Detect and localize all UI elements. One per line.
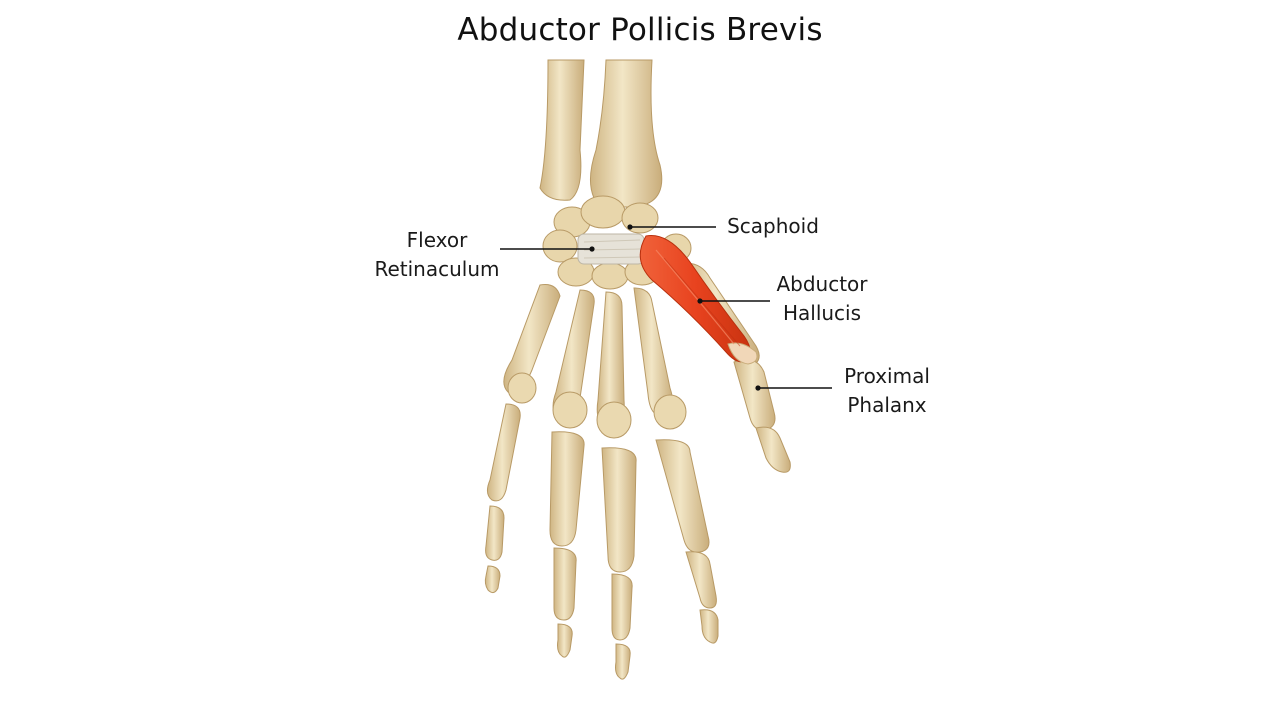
label-abductor-line2: Hallucis: [782, 301, 862, 325]
label-proximal-line2: Phalanx: [847, 393, 927, 417]
label-flexor-retinaculum: Flexor Retinaculum: [370, 226, 504, 284]
leader-lines: [500, 226, 832, 389]
label-scaphoid-line1: Scaphoid: [727, 214, 819, 238]
flexor-retinaculum: [577, 233, 645, 265]
little-finger-phalanges: [484, 403, 521, 594]
metacarpal-bones: [503, 284, 674, 427]
label-proximal-line1: Proximal: [844, 364, 930, 388]
label-flexor-line1: Flexor: [406, 228, 468, 252]
label-proximal-phalanx: Proximal Phalanx: [832, 362, 942, 420]
diagram-title: Abductor Pollicis Brevis: [457, 12, 823, 48]
ring-finger-phalanges: [549, 431, 585, 658]
label-scaphoid: Scaphoid: [718, 212, 828, 241]
label-abductor-hallucis: Abductor Hallucis: [762, 270, 882, 328]
leader-dots: [589, 224, 761, 391]
label-abductor-line1: Abductor: [776, 272, 868, 296]
index-finger-phalanges: [655, 439, 719, 644]
middle-finger-phalanges: [601, 447, 637, 680]
abductor-muscle: [639, 235, 758, 365]
knuckle-heads: [507, 372, 687, 439]
radius-bone: [590, 59, 663, 208]
label-flexor-line2: Retinaculum: [374, 257, 500, 281]
ulna-bone: [539, 59, 585, 201]
